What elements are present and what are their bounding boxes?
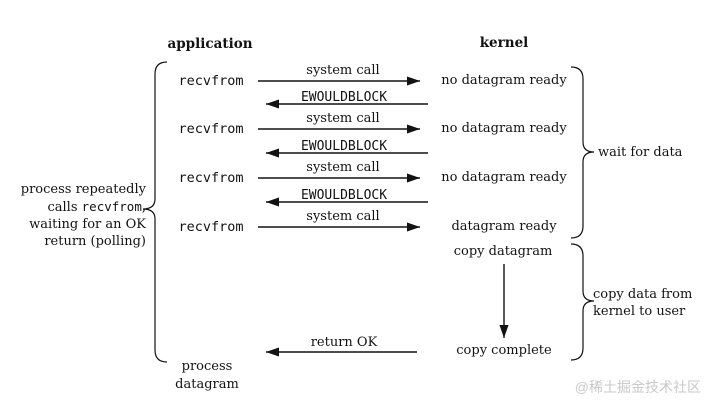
process-datagram-line1: process — [181, 359, 233, 374]
copy-complete-label: copy complete — [456, 343, 552, 358]
system-call-label-4: system call — [306, 209, 380, 224]
recvfrom-inline-code: recvfrom — [81, 199, 142, 214]
kernel-column-header: kernel — [479, 35, 529, 51]
recvfrom-call-2: recvfrom — [178, 121, 244, 137]
recvfrom-call-3: recvfrom — [178, 170, 244, 186]
recvfrom-call-4: recvfrom — [178, 219, 244, 235]
application-column-header: application — [167, 36, 253, 52]
polling-note-line1: process repeatedly — [20, 182, 146, 197]
copy-data-note-line1: copy data from — [593, 287, 693, 302]
process-datagram-line2: datagram — [175, 377, 239, 392]
copy-data-note: copy data from kernel to user — [593, 286, 692, 320]
polling-loop-brace — [142, 61, 168, 363]
kernel-state-3: no datagram ready — [441, 170, 567, 185]
recvfrom-call-1: recvfrom — [178, 73, 244, 89]
wait-for-data-label: wait for data — [598, 145, 683, 160]
kernel-state-4: datagram ready — [451, 219, 557, 234]
ewouldblock-label-1: EWOULDBLOCK — [300, 90, 388, 105]
ewouldblock-label-2: EWOULDBLOCK — [300, 139, 388, 154]
copy-datagram-label: copy datagram — [453, 244, 553, 259]
system-call-label-3: system call — [306, 160, 380, 175]
polling-note-line4: return (polling) — [44, 234, 146, 249]
watermark: @稀土掘金技术社区 — [574, 379, 701, 395]
process-datagram-label: process datagram — [175, 358, 239, 394]
system-call-label-2: system call — [306, 111, 380, 126]
system-call-label-1: system call — [306, 63, 380, 78]
return-ok-label: return OK — [310, 335, 378, 350]
ewouldblock-label-3: EWOULDBLOCK — [300, 188, 388, 203]
copy-data-brace — [570, 243, 595, 361]
polling-note-line3: waiting for an OK — [29, 217, 146, 232]
wait-for-data-brace — [570, 66, 595, 239]
kernel-state-1: no datagram ready — [441, 73, 567, 88]
copy-data-note-line2: kernel to user — [593, 304, 686, 319]
kernel-state-2: no datagram ready — [441, 121, 567, 136]
